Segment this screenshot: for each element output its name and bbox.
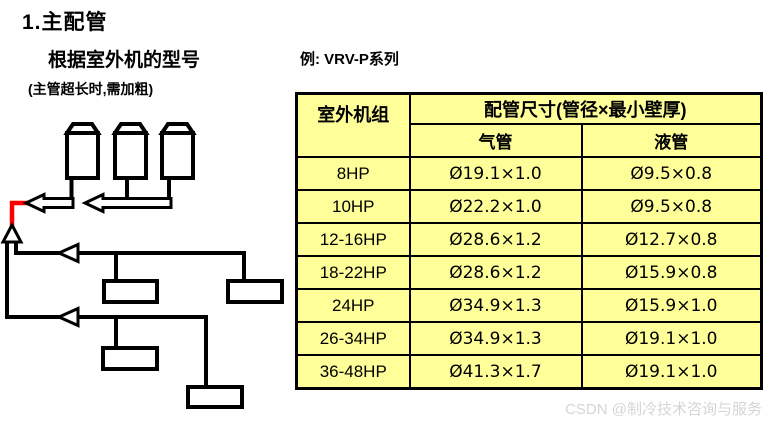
main-pipe-line — [5, 242, 208, 387]
col-header-pipe-size: 配管尺寸(管径×最小壁厚) — [408, 92, 763, 125]
flow-arrow-left-icon — [22, 192, 75, 214]
flow-arrow-left-icon — [55, 306, 80, 328]
table-row: 8HP Ø19.1×1.0 Ø9.5×0.8 — [295, 156, 763, 191]
outdoor-unit-1 — [63, 122, 102, 180]
gas-cell: Ø19.1×1.0 — [408, 156, 583, 191]
gas-cell: Ø28.6×1.2 — [408, 222, 583, 257]
indoor-unit-3 — [101, 346, 159, 371]
model-cell: 8HP — [295, 156, 411, 191]
liquid-cell: Ø19.1×1.0 — [580, 321, 763, 356]
main-pipe-highlight — [9, 200, 27, 228]
page-title: 1.主配管 — [22, 11, 108, 34]
col-header-gas: 气管 — [408, 123, 583, 158]
liquid-cell: Ø19.1×1.0 — [580, 354, 763, 390]
table-row: 36-48HP Ø41.3×1.7 Ø19.1×1.0 — [295, 354, 763, 390]
indoor-unit-4 — [186, 385, 244, 409]
table-row: 24HP Ø34.9×1.3 Ø15.9×1.0 — [295, 288, 763, 323]
model-cell: 24HP — [295, 288, 411, 323]
indoor-unit-2 — [226, 279, 284, 304]
gas-cell: Ø34.9×1.3 — [408, 321, 583, 356]
branch1-line — [14, 242, 246, 281]
col-header-outdoor-unit: 室外机组 — [295, 92, 411, 158]
liquid-cell: Ø15.9×0.8 — [580, 255, 763, 290]
header-row-2: 气管 液管 — [297, 123, 763, 158]
model-cell: 36-48HP — [295, 354, 411, 390]
outdoor-unit-2 — [111, 122, 150, 180]
gas-cell: Ø34.9×1.3 — [408, 288, 583, 323]
gas-cell: Ø28.6×1.2 — [408, 255, 583, 290]
table-row: 26-34HP Ø34.9×1.3 Ø19.1×1.0 — [295, 321, 763, 356]
table-row: 12-16HP Ø28.6×1.2 Ø12.7×0.8 — [295, 222, 763, 257]
flow-arrow-left-icon — [81, 192, 173, 214]
watermark: CSDN @制冷技术咨询与服务 — [565, 401, 762, 418]
subtitle: 根据室外机的型号 — [48, 50, 201, 71]
liquid-cell: Ø15.9×1.0 — [580, 288, 763, 323]
indoor-unit-1 — [102, 279, 159, 304]
gas-cell: Ø22.2×1.0 — [408, 189, 583, 224]
pipe-size-table: 室外机组 配管尺寸(管径×最小壁厚) 气管 液管 8HP Ø19.1×1.0 Ø… — [295, 92, 763, 390]
table-row: 10HP Ø22.2×1.0 Ø9.5×0.8 — [295, 189, 763, 224]
flow-arrow-left-icon — [55, 242, 80, 264]
flow-arrow-up-icon — [0, 221, 24, 244]
liquid-cell: Ø9.5×0.8 — [580, 189, 763, 224]
table-row: 18-22HP Ø28.6×1.2 Ø15.9×0.8 — [295, 255, 763, 290]
header-row-1: 室外机组 配管尺寸(管径×最小壁厚) — [295, 92, 763, 158]
col-header-liquid: 液管 — [580, 123, 763, 158]
liquid-cell: Ø9.5×0.8 — [580, 156, 763, 191]
piping-diagram — [0, 122, 284, 409]
liquid-cell: Ø12.7×0.8 — [580, 222, 763, 257]
model-cell: 12-16HP — [295, 222, 411, 257]
model-cell: 18-22HP — [295, 255, 411, 290]
example-label: 例: VRV-P系列 — [300, 51, 399, 68]
model-cell: 10HP — [295, 189, 411, 224]
gas-cell: Ø41.3×1.7 — [408, 354, 583, 390]
note-text: (主管超长时,需加粗) — [28, 81, 154, 97]
outdoor-unit-3 — [158, 122, 197, 180]
model-cell: 26-34HP — [295, 321, 411, 356]
